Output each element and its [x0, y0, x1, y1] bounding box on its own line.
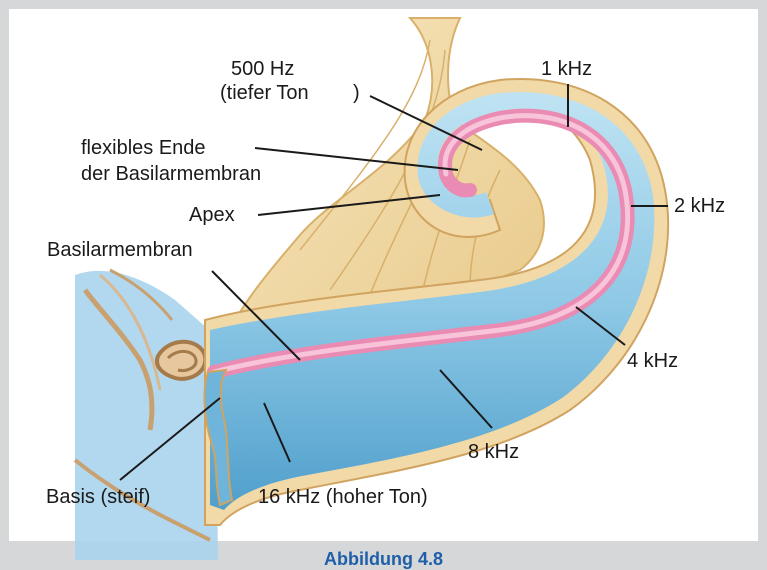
label-basilarmembran: Basilarmembran — [47, 239, 193, 262]
figure-caption: Abbildung 4.8 — [0, 548, 767, 570]
label-8khz: 8 kHz — [468, 441, 519, 464]
label-500hz: 500 Hz — [231, 58, 294, 81]
label-der-basilarmembran: der Basilarmembran — [81, 163, 261, 186]
label-16khz: 16 kHz (hoher Ton) — [258, 486, 428, 509]
stapes-icon — [157, 342, 205, 379]
label-flexibles-ende: flexibles Ende — [81, 137, 206, 160]
label-1khz: 1 kHz — [541, 58, 592, 81]
label-tiefer-ton-paren: ) — [353, 82, 360, 105]
label-apex: Apex — [189, 204, 235, 227]
label-basis: Basis (steif) — [46, 486, 150, 509]
inner-ear-background — [75, 270, 218, 560]
label-tiefer-ton: (tiefer Ton — [220, 82, 309, 105]
label-4khz: 4 kHz — [627, 350, 678, 373]
label-2khz: 2 kHz — [674, 195, 725, 218]
